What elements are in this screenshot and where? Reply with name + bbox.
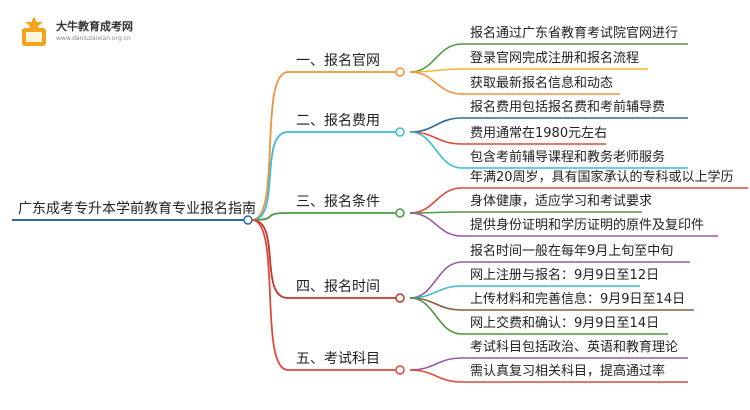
leaf-connector xyxy=(409,71,463,95)
leaf-connector xyxy=(409,187,463,214)
leaf-item: 登录官网完成注册和报名流程 xyxy=(470,51,640,66)
leaf-item: 报名时间一般在每年9月上旬至中旬 xyxy=(470,244,674,259)
leaf-connector xyxy=(409,297,463,335)
branch-topic: 一、报名官网 xyxy=(296,53,380,69)
leaf-connector xyxy=(409,212,463,237)
leaf-item: 提供身份证明和学历证明的原件及复印件 xyxy=(470,218,705,233)
branch-connector xyxy=(251,212,289,221)
branch-node xyxy=(395,127,405,137)
branch-connector xyxy=(251,219,289,299)
branch-node xyxy=(395,67,405,77)
leaf-item: 网上交费和确认：9月9日至14日 xyxy=(470,316,660,331)
leaf-connector xyxy=(409,369,463,383)
leaf-item: 需认真复习相关科目，提高通过率 xyxy=(470,364,666,379)
leaf-connector xyxy=(409,357,463,371)
leaf-item: 网上注册与报名：9月9日至12日 xyxy=(470,268,660,283)
branch-topic: 三、报名条件 xyxy=(296,194,380,210)
branch-node xyxy=(395,365,405,375)
logo-url: www.daniuzaixian.org.cn xyxy=(56,35,131,42)
leaf-item: 费用通常在1980元左右 xyxy=(470,126,608,141)
leaf-item: 年满20周岁，具有国家承认的专科或以上学历 xyxy=(470,170,734,185)
leaf-item: 身体健康，适应学习和考试要求 xyxy=(470,194,653,209)
branch-topic: 五、考试科目 xyxy=(296,351,380,367)
leaf-item: 上传材料和完善信息：9月9日至14日 xyxy=(470,292,686,307)
leaf-connector xyxy=(409,117,463,133)
leaf-connector xyxy=(409,43,463,73)
site-logo: 大牛教育成考网 www.daniuzaixian.org.cn xyxy=(14,14,154,50)
branch-connector xyxy=(251,131,289,221)
leaf-item: 考试科目包括政治、英语和教育理论 xyxy=(470,340,679,355)
branch-node xyxy=(395,208,405,218)
branch-connector xyxy=(251,71,289,221)
branch-topic: 四、报名时间 xyxy=(296,279,380,295)
leaf-item: 获取最新报名信息和动态 xyxy=(470,76,614,91)
leaf-connector xyxy=(409,131,463,169)
leaf-item: 报名费用包括报名费和考前辅导费 xyxy=(470,100,666,115)
branch-connector xyxy=(251,219,289,371)
branch-node xyxy=(395,293,405,303)
branch-topic: 二、报名费用 xyxy=(296,113,380,129)
logo-title: 大牛教育成考网 xyxy=(56,20,133,33)
leaf-item: 报名通过广东省教育考试院官网进行 xyxy=(470,26,679,41)
leaf-item: 包含考前辅导课程和教务老师服务 xyxy=(470,150,666,165)
book-star-icon xyxy=(22,16,46,46)
root-topic: 广东成考专升本学前教育专业报名指南 xyxy=(18,201,256,217)
